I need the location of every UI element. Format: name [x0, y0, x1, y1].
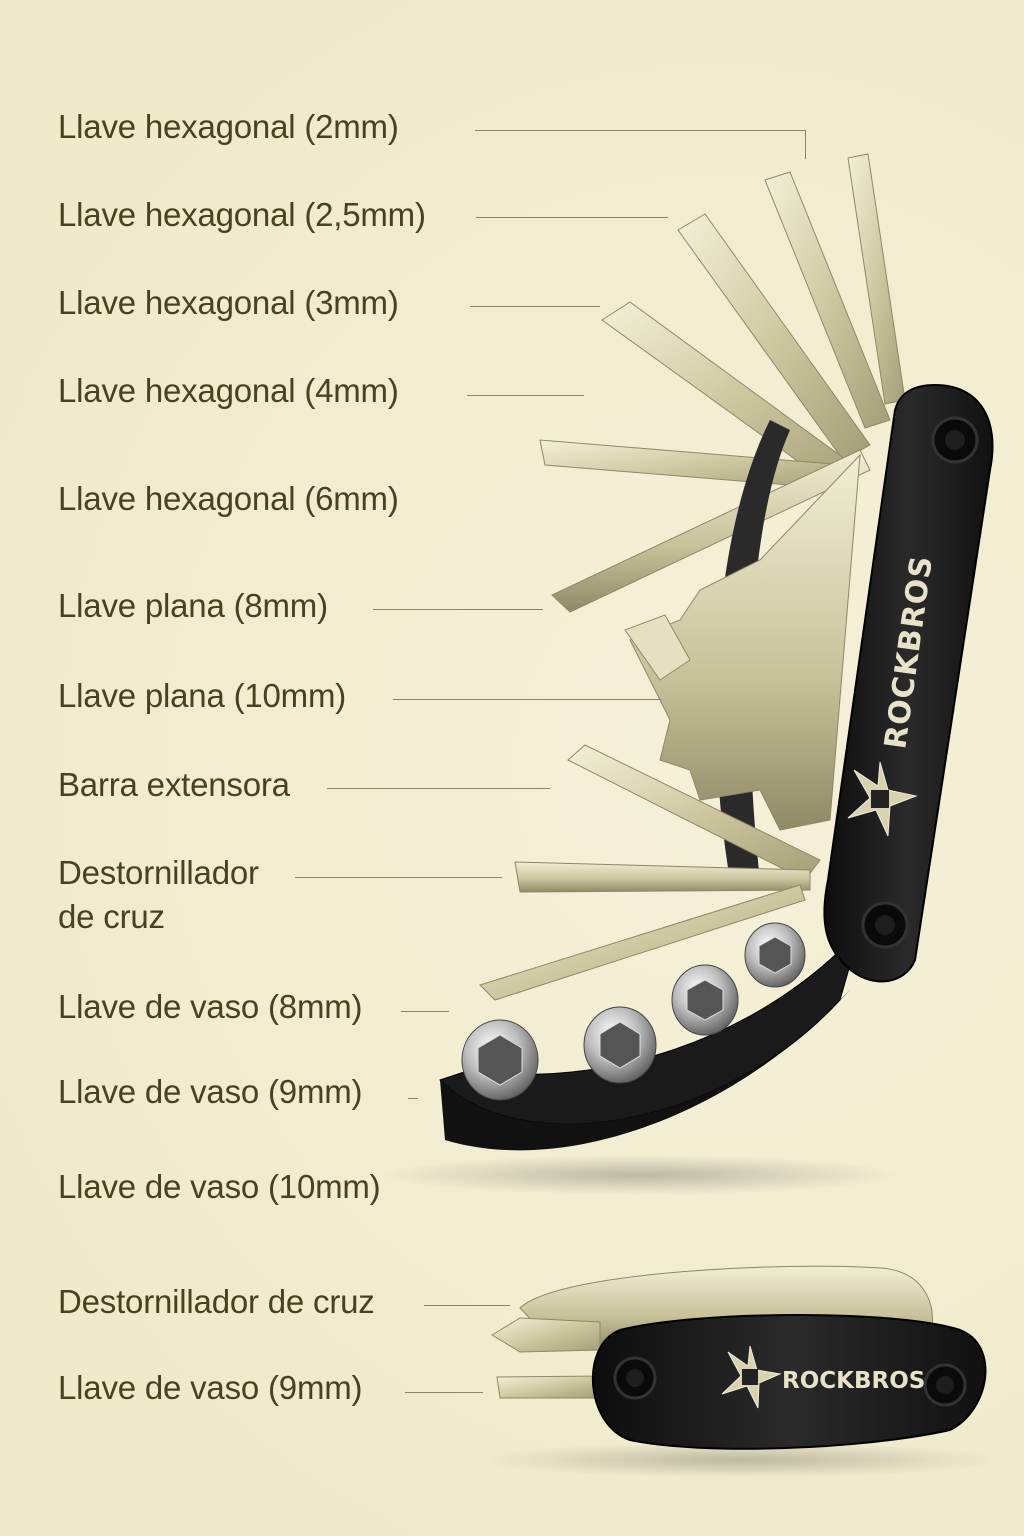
label-screwdriver-line1: Destornillador: [58, 854, 259, 891]
flat-wrench-plate: [629, 453, 861, 831]
label-flat-wrench-8mm: Llave plana (8mm): [58, 587, 328, 624]
leader-flat-wrench-10mm: [393, 699, 661, 700]
leader-hex-key-2mm: [475, 130, 805, 131]
rockbros-star-icon: [847, 761, 918, 837]
socket-small: [744, 922, 806, 988]
leader-screwdriver: [295, 877, 502, 878]
brand-name-horizontal: ROCKBROS: [782, 1368, 925, 1394]
label-closed-screwdriver: Destornillador de cruz: [58, 1283, 375, 1320]
label-hex-key-4mm: Llave hexagonal (4mm): [58, 372, 399, 409]
hex-key-2-5mm: [764, 171, 891, 429]
closed-multitool: ROCKBROS: [491, 1265, 987, 1450]
leader-extension-bar: [327, 788, 550, 789]
closed-socket-tip: [496, 1375, 601, 1399]
leader-hex-key-4mm: [467, 395, 584, 396]
closed-screwdriver-tip: [491, 1317, 601, 1353]
label-socket-8mm: Llave de vaso (8mm): [58, 988, 363, 1025]
label-closed-socket-9mm: Llave de vaso (9mm): [58, 1369, 363, 1406]
label-hex-key-6mm: Llave hexagonal (6mm): [58, 480, 399, 517]
leader-hex-key-2-5mm: [476, 217, 668, 218]
main-handle: ROCKBROS: [823, 383, 994, 983]
label-screwdriver-line2: de cruz: [58, 898, 165, 935]
extension-bar: [567, 744, 821, 881]
socket-9mm: [583, 1006, 657, 1084]
phillips-screwdriver: [479, 884, 806, 1001]
label-hex-key-2-5mm: Llave hexagonal (2,5mm): [58, 196, 426, 233]
label-socket-10mm: Llave de vaso (10mm): [58, 1168, 381, 1205]
label-extension-bar: Barra extensora: [58, 766, 290, 803]
rockbros-star-icon-small: [721, 1345, 782, 1409]
leader-closed-socket-9mm: [405, 1392, 483, 1393]
hex-key-3mm: [677, 213, 871, 461]
label-socket-9mm: Llave de vaso (9mm): [58, 1073, 363, 1110]
leader-flat-wrench-8mm: [373, 609, 543, 610]
label-hex-key-2mm: Llave hexagonal (2mm): [58, 108, 399, 145]
leader-socket-8mm: [401, 1011, 449, 1012]
leader-socket-9mm: [408, 1098, 418, 1099]
flat-screwdriver: [514, 861, 811, 893]
label-hex-key-3mm: Llave hexagonal (3mm): [58, 284, 399, 321]
leader-closed-screwdriver: [424, 1305, 510, 1306]
leader-hex-key-3mm: [470, 306, 600, 307]
leader-hex-key-2mm-drop: [805, 130, 806, 159]
label-flat-wrench-10mm: Llave plana (10mm): [58, 677, 347, 714]
socket-8mm: [671, 964, 739, 1036]
socket-10mm: [461, 1019, 539, 1101]
